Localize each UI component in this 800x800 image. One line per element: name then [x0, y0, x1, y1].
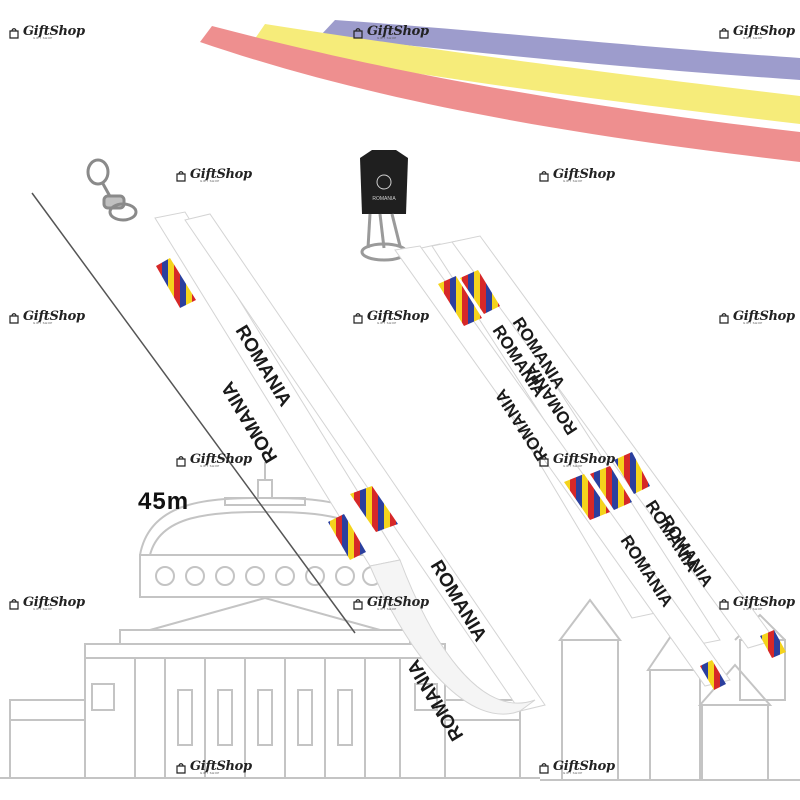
- shopping-bag-icon: [539, 762, 549, 774]
- measure-line: [31, 192, 356, 634]
- shopping-bag-icon: [9, 598, 19, 610]
- shopping-bag-icon: [719, 598, 729, 610]
- watermark-brand: GiftShop: [553, 759, 615, 774]
- watermark-brand: GiftShop: [367, 595, 429, 610]
- watermark-brand: GiftShop: [23, 309, 85, 324]
- shopping-bag-icon: [176, 455, 186, 467]
- watermark-tag: GIFT SHOP: [563, 464, 583, 468]
- shopping-bag-icon: [539, 455, 549, 467]
- flag-patch: [350, 486, 398, 532]
- flag-patch: [564, 474, 610, 520]
- watermark-brand: GiftShop: [733, 309, 795, 324]
- shopping-bag-icon: [719, 312, 729, 324]
- flag-patch: [760, 630, 786, 658]
- shopping-bag-icon: [539, 170, 549, 182]
- watermark-tag: GIFT SHOP: [377, 607, 397, 611]
- card-holder: ROMANIA: [360, 150, 408, 214]
- watermark-tag: GIFT SHOP: [563, 179, 583, 183]
- watermark-tag: GIFT SHOP: [743, 607, 763, 611]
- watermark-brand: GiftShop: [553, 167, 615, 182]
- length-label: 45m: [138, 488, 190, 515]
- watermark-tag: GIFT SHOP: [200, 179, 220, 183]
- flag-patch: [156, 258, 196, 308]
- watermark-brand: GiftShop: [190, 759, 252, 774]
- watermark-brand: GiftShop: [733, 24, 795, 39]
- lobster-clasp-icon: [86, 158, 138, 222]
- watermark-tag: GIFT SHOP: [743, 36, 763, 40]
- watermark-tag: GIFT SHOP: [33, 321, 53, 325]
- watermark-tag: GIFT SHOP: [377, 36, 397, 40]
- flag-patch: [614, 452, 650, 494]
- watermark-brand: GiftShop: [190, 452, 252, 467]
- tricolor-ribbon: [200, 20, 800, 162]
- castle-outline: [540, 598, 800, 781]
- watermark-brand: GiftShop: [367, 24, 429, 39]
- flag-patch: [590, 466, 632, 510]
- flag-patch: [328, 514, 366, 560]
- shopping-bag-icon: [9, 27, 19, 39]
- watermark-tag: GIFT SHOP: [33, 36, 53, 40]
- shopping-bag-icon: [176, 762, 186, 774]
- watermark-brand: GiftShop: [190, 167, 252, 182]
- flag-patch: [460, 270, 500, 314]
- lanyard-text: ROMANIA: [426, 557, 491, 646]
- watermark-brand: GiftShop: [23, 595, 85, 610]
- flag-patch: [700, 660, 726, 690]
- watermark-brand: GiftShop: [367, 309, 429, 324]
- shopping-bag-icon: [353, 312, 363, 324]
- watermark-brand: GiftShop: [733, 595, 795, 610]
- watermark-tag: GIFT SHOP: [563, 771, 583, 775]
- shopping-bag-icon: [9, 312, 19, 324]
- shopping-bag-icon: [353, 27, 363, 39]
- shopping-bag-icon: [719, 27, 729, 39]
- watermark-tag: GIFT SHOP: [33, 607, 53, 611]
- watermark-tag: GIFT SHOP: [377, 321, 397, 325]
- watermark-tag: GIFT SHOP: [743, 321, 763, 325]
- watermark-brand: GiftShop: [23, 24, 85, 39]
- watermark-tag: GIFT SHOP: [200, 771, 220, 775]
- watermark-tag: GIFT SHOP: [200, 464, 220, 468]
- shopping-bag-icon: [353, 598, 363, 610]
- lanyard-left: ROMANIA ROMANIA ROMANIA ROMANIA: [86, 158, 546, 744]
- shopping-bag-icon: [176, 170, 186, 182]
- holder-text: ROMANIA: [372, 196, 396, 202]
- watermark-brand: GiftShop: [553, 452, 615, 467]
- flag-patch: [438, 276, 482, 326]
